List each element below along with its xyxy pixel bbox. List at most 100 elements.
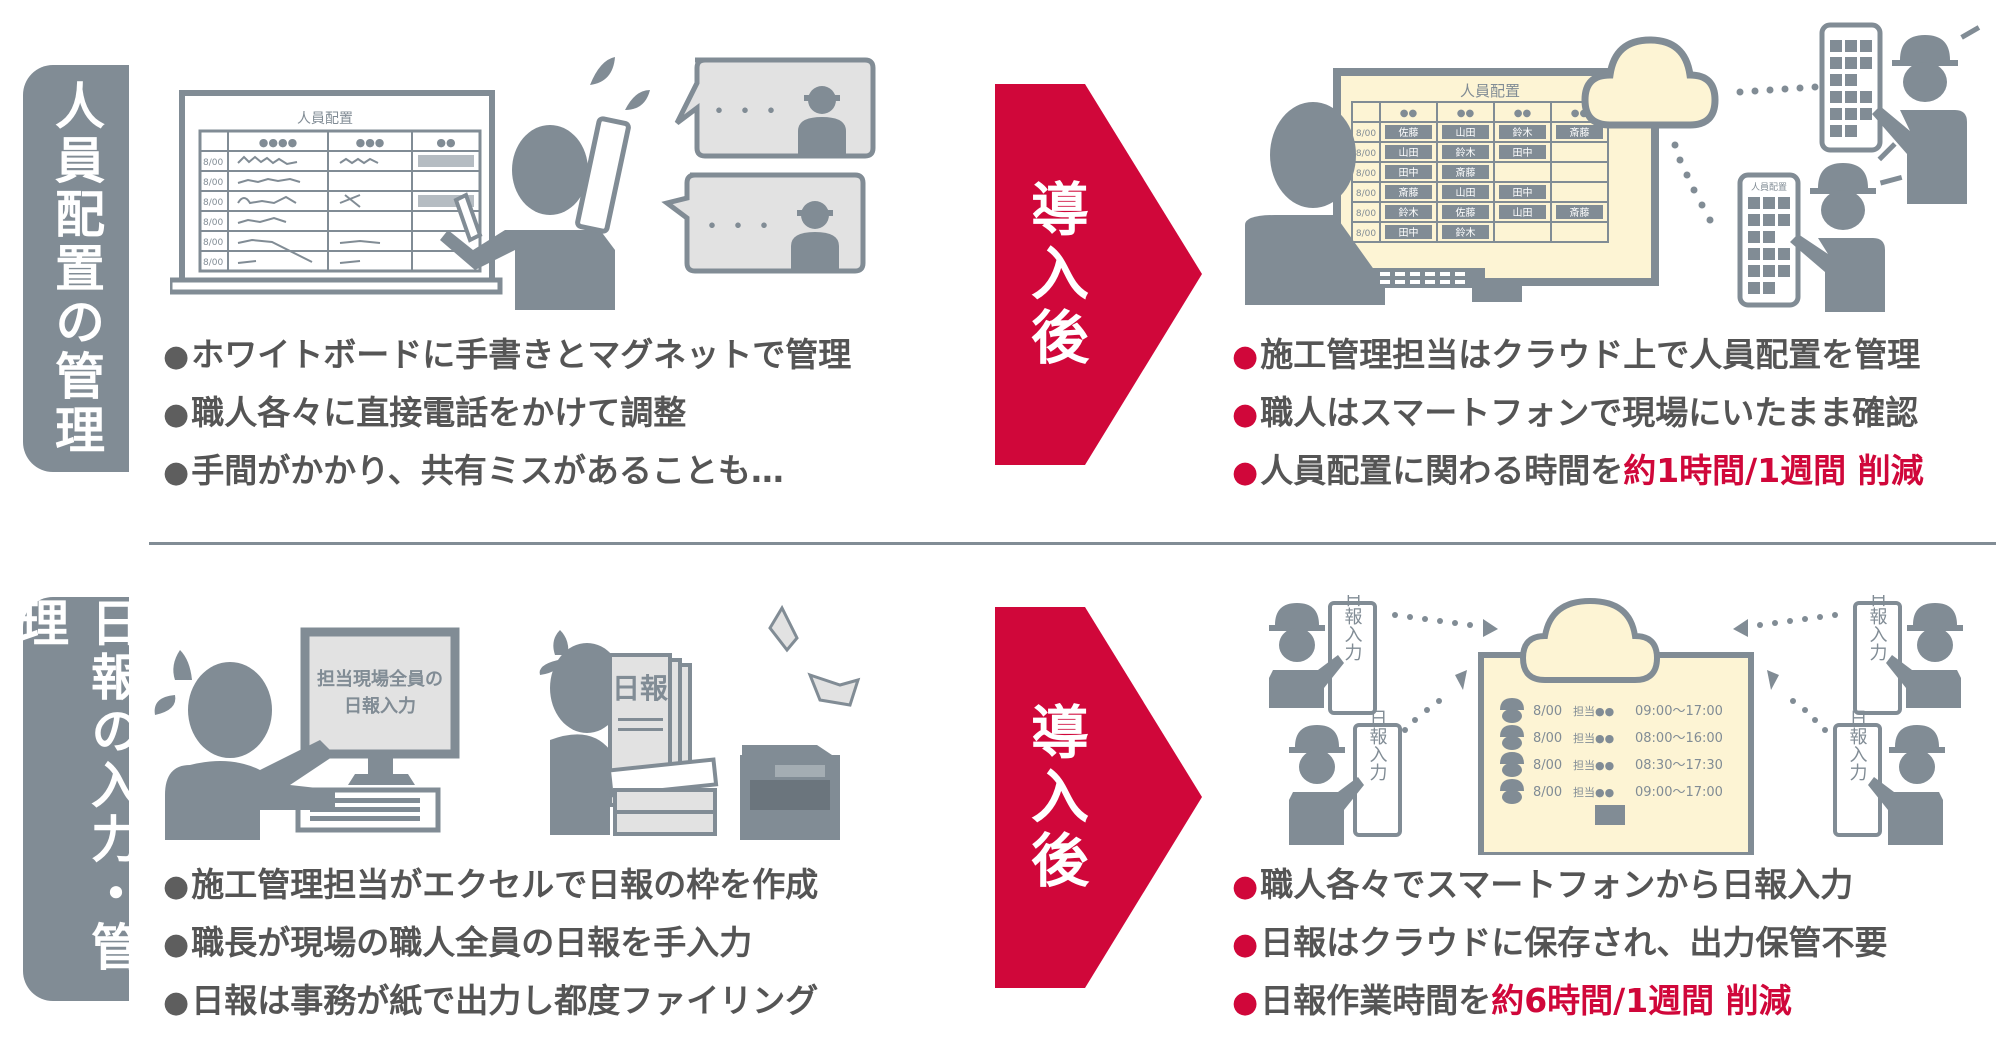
phone-text: 日報入力 — [1367, 709, 1388, 781]
bullet-dot: ● — [163, 927, 190, 962]
bullet-dot: ● — [163, 985, 190, 1020]
worried-person-icon — [539, 630, 650, 835]
bullet-text: ホワイトボードに手書きとマグネットで管理 — [191, 335, 852, 374]
staff-name: 佐藤 — [1456, 207, 1476, 219]
after-introduction-arrow: 導入後 — [995, 84, 1202, 465]
report-time: 08:00〜16:00 — [1635, 731, 1723, 746]
worker-helmet-icon — [1269, 603, 1344, 708]
row-time: 8/00 — [1356, 169, 1376, 179]
bullet-text: 職人各々でスマートフォンから日報入力 — [1260, 865, 1854, 904]
arrow-right-icon — [995, 607, 1202, 988]
worker-helmet-icon — [1868, 725, 1945, 845]
staff-tag — [1385, 205, 1432, 219]
report-time: 09:00〜17:00 — [1635, 704, 1723, 719]
cloud-report-illustration: 8/00 担当●● 09:00〜17:00 8/00 担当●● 08:00〜16:00 8/… — [1269, 595, 1963, 855]
bullet-text: 施工管理担当はクラウド上で人員配置を管理 — [1260, 335, 1921, 374]
report-date: 8/00 — [1533, 758, 1562, 773]
staff-tag — [1442, 225, 1489, 239]
section-label-text: 日報の入力・管理 — [11, 597, 141, 975]
header-cell: ●● — [1400, 108, 1418, 119]
report-date: 8/00 — [1533, 785, 1562, 800]
time-savings-highlight: 約1時間/1週間 削減 — [1623, 451, 1924, 490]
arrow-label: 導入後 — [1021, 701, 1089, 894]
phone-call-bubble: ・・・ — [674, 57, 876, 159]
report-rows: 8/00 担当●● 09:00〜17:00 8/00 担当●● 08:00〜16:00 8/… — [1500, 698, 1723, 804]
row-time: 8/00 — [1356, 209, 1376, 219]
row-time: 8/00 — [203, 198, 223, 208]
bubble-text: ・・・ — [706, 97, 784, 127]
bullet-text: 日報作業時間を — [1260, 981, 1492, 1020]
before-bullets-daily-report: ●施工管理担当がエクセルで日報の枠を作成 ●職長が現場の職人全員の日報を手入力 … — [163, 857, 818, 1031]
bullet-text: 職人はスマートフォンで現場にいたまま確認 — [1260, 393, 1919, 432]
whiteboard-illustration: 人員配置 ●●●● ●●● ●● 8/00 8/00 8/00 8/00 8/0… — [170, 57, 876, 310]
report-time: 08:30〜17:30 — [1635, 758, 1723, 773]
staff-name: 山田 — [1456, 187, 1476, 199]
whiteboard-title: 人員配置 — [297, 111, 353, 127]
bullet-dot: ● — [1232, 397, 1259, 432]
cloud-icon — [1519, 597, 1661, 683]
report-date: 8/00 — [1533, 704, 1562, 719]
binder-stack — [606, 757, 719, 836]
bullet-text: 手間がかかり、共有ミスがあることも… — [191, 451, 784, 490]
header-cell: ●● — [1514, 108, 1532, 119]
cloud-icon — [1581, 36, 1719, 129]
before-bullets-staffing: ●ホワイトボードに手書きとマグネットで管理 ●職人各々に直接電話をかけて調整 ●… — [163, 327, 851, 501]
smartphone-schedule: 人員配置 — [1737, 172, 1801, 308]
manager-person-icon — [1245, 102, 1485, 305]
staff-tag — [1442, 165, 1489, 179]
arrow-label: 導入後 — [1021, 178, 1089, 371]
staff-name: 斎藤 — [1570, 206, 1590, 219]
bullet-item: ●職人各々に直接電話をかけて調整 — [163, 385, 851, 443]
screen-text: 日報入力 — [344, 695, 416, 717]
bullet-item: ●手間がかかり、共有ミスがあることも… — [163, 443, 851, 501]
staff-tag — [1385, 165, 1432, 179]
after-introduction-arrow: 導入後 — [995, 607, 1202, 988]
daily-report-phones: 日報入力 日報入力 日報入力 日報入力 — [1328, 595, 1902, 837]
bullet-item: ●日報作業時間を約6時間/1週間 削減 — [1232, 973, 1888, 1031]
row-time: 8/00 — [203, 258, 223, 268]
report-time: 09:00〜17:00 — [1635, 785, 1723, 800]
paper-title: 日報 — [612, 672, 669, 705]
handwriting-scribbles — [237, 155, 381, 264]
staff-tag — [1385, 125, 1432, 139]
after-bullets-daily-report: ●職人各々でスマートフォンから日報入力 ●日報はクラウドに保存され、出力保管不要… — [1232, 857, 1888, 1031]
staff-name: 鈴木 — [1399, 206, 1419, 219]
staff-name: 田中 — [1399, 226, 1419, 239]
staff-tag — [1385, 145, 1432, 159]
worker-helmet-icons — [1269, 603, 1963, 845]
header-cell: ●● — [1571, 108, 1589, 119]
report-person: 担当●● — [1573, 758, 1614, 772]
phone-text: 日報入力 — [1342, 595, 1363, 661]
header-cell: ●●●● — [259, 136, 297, 149]
manual-report-illustration: 担当現場全員の 日報入力 日報 — [154, 604, 861, 840]
row-time: 8/00 — [203, 218, 223, 228]
staff-tag — [1499, 185, 1546, 199]
staff-tag — [1499, 205, 1546, 219]
phone-title: 人員配置 — [1751, 182, 1787, 193]
staff-name: 鈴木 — [1456, 146, 1476, 159]
staff-tag — [1499, 125, 1546, 139]
worker-helmet-icon — [1872, 25, 1981, 204]
bullet-item: ●施工管理担当はクラウド上で人員配置を管理 — [1232, 327, 1924, 385]
phone-call-bubble: ・・・ — [661, 172, 866, 274]
staff-tag — [1556, 125, 1603, 139]
report-date: 8/00 — [1533, 731, 1562, 746]
staff-tag — [1442, 205, 1489, 219]
staff-name: 田中 — [1513, 186, 1533, 199]
section-divider — [149, 542, 1996, 545]
worker-helmet-icon — [1886, 603, 1963, 708]
bullet-dot: ● — [1232, 985, 1259, 1020]
report-person: 担当●● — [1573, 704, 1614, 718]
section-label-text: 人員配置の管理 — [47, 79, 105, 458]
staff-tag — [1556, 205, 1603, 219]
staff-name: 鈴木 — [1513, 126, 1533, 139]
phone-text: 日報入力 — [1867, 595, 1888, 661]
bullet-item: ●職長が現場の職人全員の日報を手入力 — [163, 915, 818, 973]
header-cell: ●● — [436, 136, 455, 149]
staff-tag — [1499, 145, 1546, 159]
staff-tag — [1442, 145, 1489, 159]
bullet-dot: ● — [1232, 869, 1259, 904]
row-time: 8/00 — [203, 158, 223, 168]
bullet-item: ●日報はクラウドに保存され、出力保管不要 — [1232, 915, 1888, 973]
